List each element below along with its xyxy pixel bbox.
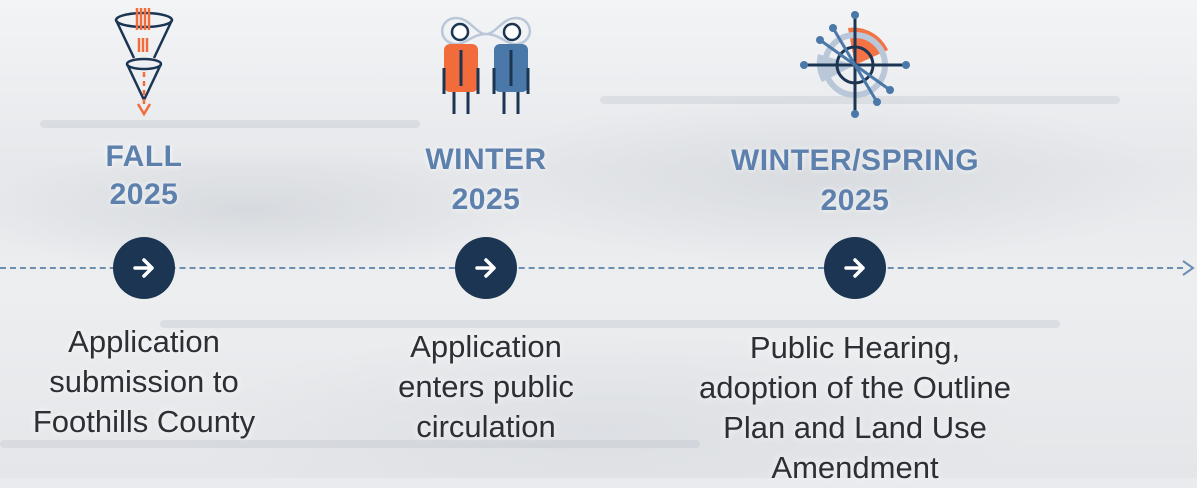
description-line: Plan and Land Use bbox=[723, 410, 987, 445]
step-description: Application enters public circulation bbox=[306, 327, 666, 447]
funnel-icon bbox=[114, 8, 174, 125]
season-label: WINTER/SPRING bbox=[730, 144, 980, 177]
description-line: Amendment bbox=[771, 450, 939, 485]
season-label: FALL bbox=[105, 140, 183, 173]
timeline-node bbox=[824, 237, 886, 299]
timeline-node bbox=[113, 237, 175, 299]
description-line: adoption of the Outline bbox=[699, 370, 1011, 405]
people-icon bbox=[432, 10, 540, 123]
timeline-line bbox=[0, 267, 1183, 269]
timeline-arrowhead-icon bbox=[1182, 260, 1195, 276]
step-description: Application submission to Foothills Coun… bbox=[0, 322, 324, 442]
step-description: Public Hearing, adoption of the Outline … bbox=[635, 328, 1075, 488]
description-line: Public Hearing, bbox=[749, 330, 961, 365]
timeline-node bbox=[455, 237, 517, 299]
arrow-right-icon bbox=[844, 258, 865, 278]
timeline-step-winter: WINTER 2025 Application enters public ci… bbox=[326, 0, 646, 478]
season-year: 2025 bbox=[451, 183, 521, 216]
compass-target-icon bbox=[800, 10, 910, 125]
description-line: Foothills County bbox=[32, 404, 256, 439]
description-line: circulation bbox=[416, 409, 556, 444]
season-year: 2025 bbox=[820, 184, 890, 217]
timeline-step-winter-spring: WINTER/SPRING 2025 Public Hearing, adopt… bbox=[695, 0, 1015, 485]
description-line: enters public bbox=[398, 369, 574, 404]
description-line: Application bbox=[410, 329, 562, 364]
season-label: WINTER bbox=[425, 143, 547, 176]
season-year: 2025 bbox=[109, 178, 179, 211]
background-photo bbox=[0, 0, 1197, 478]
timeline-step-fall: FALL 2025 Application submission to Foot… bbox=[0, 0, 304, 478]
description-line: Application bbox=[68, 324, 220, 359]
arrow-right-icon bbox=[475, 258, 496, 278]
description-line: submission to bbox=[49, 364, 239, 399]
arrow-right-icon bbox=[133, 258, 154, 278]
